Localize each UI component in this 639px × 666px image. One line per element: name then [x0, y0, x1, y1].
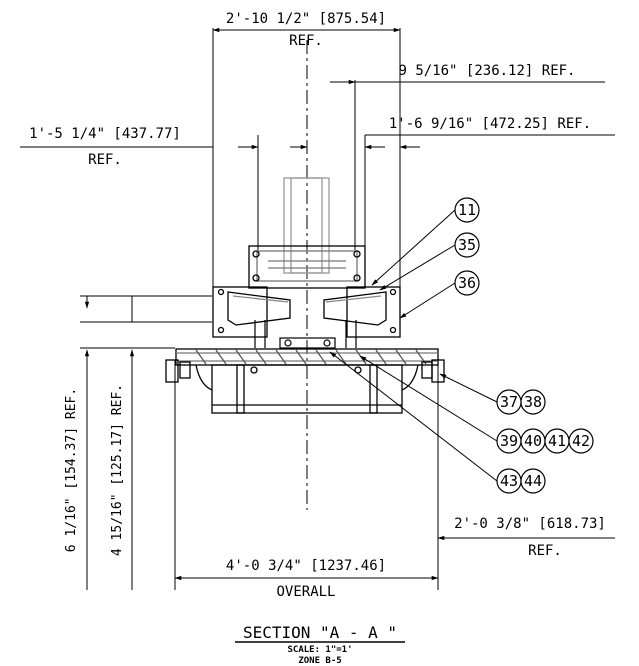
balloon-35-label: 35: [458, 236, 476, 254]
dim-left-a: 1'-5 1/4" [437.77]: [29, 126, 181, 142]
balloon-38-label: 38: [524, 393, 542, 411]
balloon-36: [454, 270, 480, 296]
side-blocks: [212, 286, 401, 338]
caption-title: SECTION "A - A ": [243, 623, 397, 642]
dim-vert-outer: 6 1/16" [154.37] REF.: [64, 388, 79, 552]
extension-lines: [80, 28, 439, 590]
balloon-35: [454, 232, 480, 258]
section-caption: SECTION "A - A " SCALE: 1"=1' ZONE B-5: [235, 623, 405, 666]
balloon-39-label: 39: [500, 432, 518, 450]
balloon-41-label: 41: [548, 432, 566, 450]
balloon-38: [520, 389, 546, 415]
caption-scale: SCALE: 1"=1': [287, 645, 352, 655]
caption-zone: ZONE B-5: [298, 656, 341, 666]
balloon-44: [520, 468, 546, 494]
balloon-42-label: 42: [572, 432, 590, 450]
balloon-43-label: 43: [500, 472, 518, 490]
balloon-40-label: 40: [524, 432, 542, 450]
leader-lines: [329, 209, 498, 482]
dim-top-width: 2'-10 1/2" [875.54]: [226, 11, 386, 27]
balloon-37-label: 37: [500, 393, 518, 411]
dim-overall-label: OVERALL: [276, 584, 335, 600]
dim-top-width-ref: REF.: [289, 33, 323, 49]
dim-right-low: 2'-0 3/8" [618.73]: [454, 516, 606, 532]
balloon-44-label: 44: [524, 472, 542, 490]
balloon-36-label: 36: [458, 274, 476, 292]
dim-vert-inner: 4 15/16" [125.17] REF.: [110, 384, 125, 556]
lower-beam: [195, 364, 419, 414]
dim-overall: 4'-0 3/4" [1237.46]: [226, 558, 386, 574]
dim-right-a: 9 5/16" [236.12] REF.: [398, 63, 575, 79]
dim-left-a-ref: REF.: [88, 152, 122, 168]
dim-right-low-ref: REF.: [528, 543, 562, 559]
dimension-text: 2'-10 1/2" [875.54] REF. 9 5/16" [236.12…: [29, 11, 606, 600]
dimension-lines: [20, 27, 615, 590]
balloons: [454, 197, 594, 494]
upper-frame: [248, 177, 366, 289]
balloon-42: [568, 428, 594, 454]
balloon-labels: 11 35 36 37 38 39 40 41 42 43 44: [458, 201, 590, 490]
balloon-11: [454, 197, 480, 223]
dim-right-b: 1'-6 9/16" [472.25] REF.: [389, 116, 591, 132]
balloon-11-label: 11: [458, 201, 476, 219]
bolts: [254, 320, 357, 349]
